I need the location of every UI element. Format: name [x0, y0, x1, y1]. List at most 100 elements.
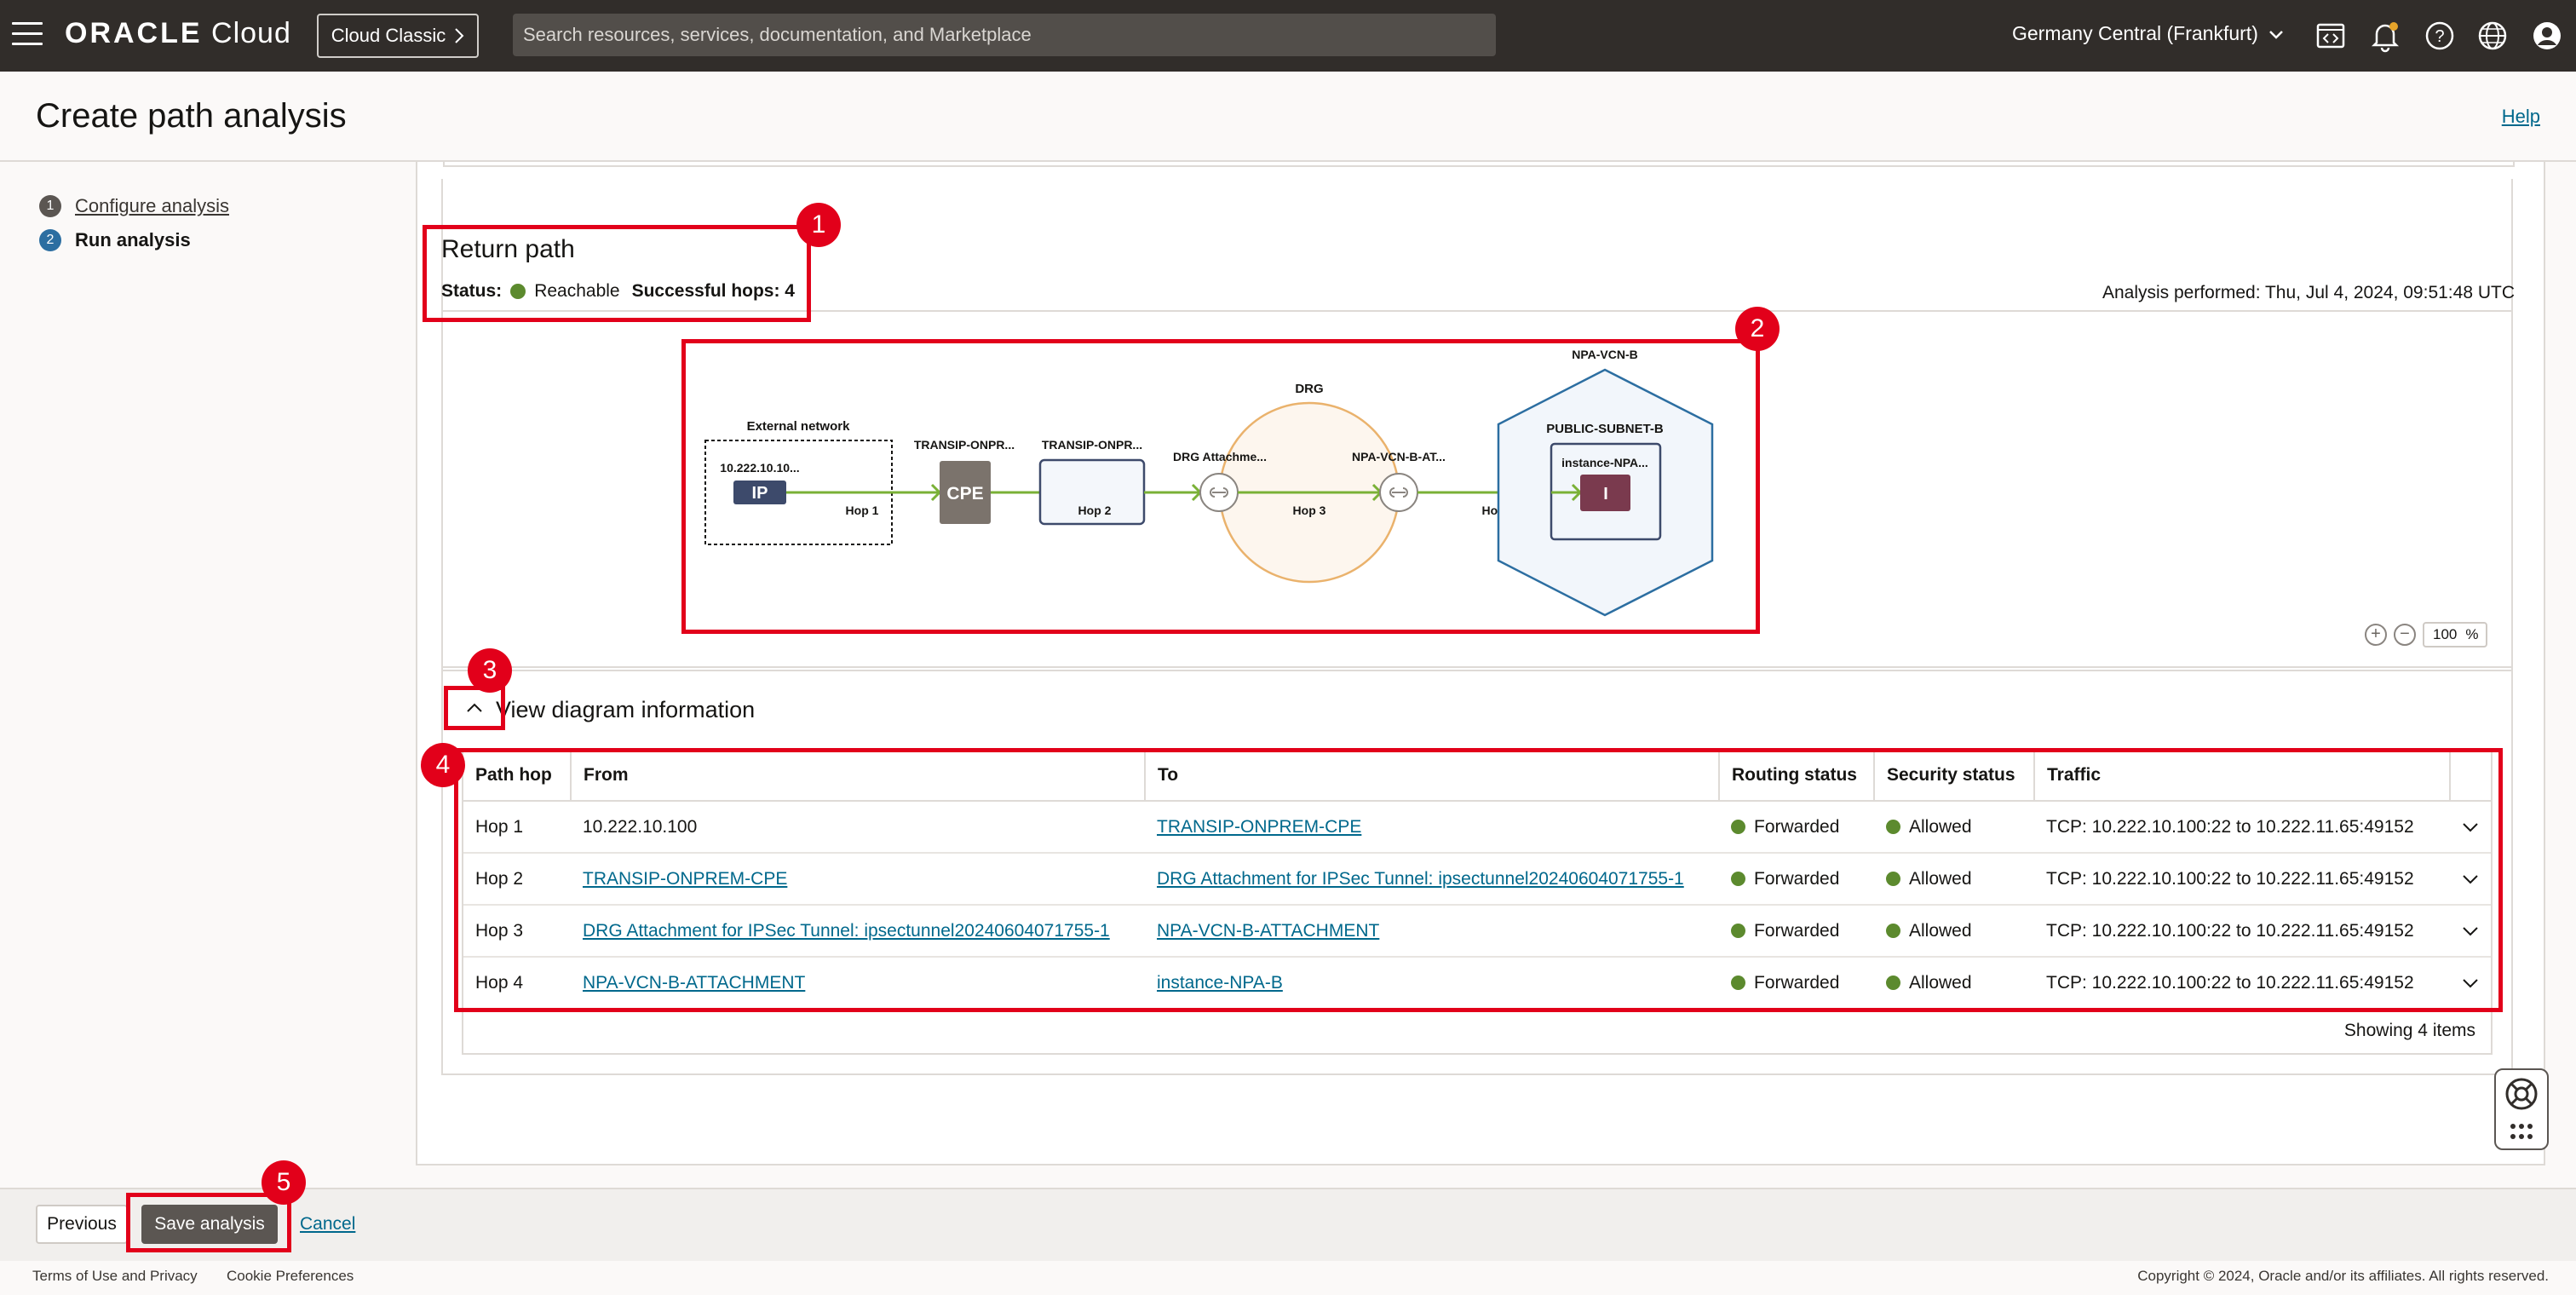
previous-button[interactable]: Previous [36, 1205, 128, 1244]
instance-label: instance-NPA... [1561, 456, 1648, 469]
collapse-diagram-info-button[interactable] [448, 690, 501, 726]
to-link[interactable]: TRANSIP-ONPREM-CPE [1157, 816, 1362, 837]
expand-row-button[interactable] [2450, 853, 2491, 906]
status-dot [1886, 923, 1900, 938]
cpe-node[interactable] [940, 461, 991, 524]
zoom-in-icon[interactable]: + [2365, 624, 2387, 646]
routing-status: Forwarded [1719, 957, 1874, 1010]
cancel-link[interactable]: Cancel [300, 1214, 356, 1234]
column-header[interactable]: Security status [1874, 750, 2035, 802]
footer: Terms of Use and Privacy Cookie Preferen… [0, 1261, 2576, 1295]
ip-node[interactable] [733, 481, 786, 504]
analysis-timestamp: Analysis performed: Thu, Jul 4, 2024, 09… [2102, 283, 2515, 302]
chevron-down-icon [2463, 822, 2478, 832]
previous-section-edge [443, 162, 2515, 167]
column-header[interactable]: Routing status [1719, 750, 1875, 802]
callout-badge: 4 [421, 743, 465, 787]
link-icon [1389, 487, 1408, 498]
hop-3-label: Hop 3 [1293, 504, 1326, 517]
successful-hops: Successful hops: 4 [631, 281, 795, 301]
help-circle-icon[interactable]: ? [2423, 19, 2457, 53]
view-diagram-information-title: View diagram information [496, 697, 756, 722]
path-diagram[interactable]: External network 10.222.10.10... IP Hop … [441, 310, 2513, 668]
traffic-cell: TCP: 10.222.10.100:22 to 10.222.11.65:49… [2034, 905, 2450, 958]
callout-box-5 [126, 1193, 291, 1252]
routing-status: Forwarded [1719, 853, 1874, 906]
step-configure-analysis[interactable]: 1 Configure analysis [39, 189, 229, 223]
chevron-up-icon [467, 703, 482, 712]
zoom-value: 100 [2433, 626, 2458, 642]
security-status: Allowed [1874, 905, 2034, 958]
from-link[interactable]: TRANSIP-ONPREM-CPE [583, 868, 788, 889]
step-run-analysis[interactable]: 2 Run analysis [39, 223, 229, 257]
table-header-row: Path hop From To Routing status Security… [463, 750, 2491, 802]
top-header: ORACLE Cloud Cloud Classic Search resour… [0, 0, 2576, 72]
save-analysis-button[interactable]: Save analysis [141, 1205, 278, 1244]
code-editor-icon[interactable] [2314, 19, 2348, 53]
cpe-label: TRANSIP-ONPR... [914, 438, 1015, 452]
chevron-down-icon [2463, 874, 2478, 883]
from-cell: 10.222.10.100 [571, 801, 1145, 854]
to-link[interactable]: instance-NPA-B [1157, 972, 1283, 993]
globe-icon[interactable] [2475, 19, 2510, 53]
callout-badge: 2 [1735, 307, 1780, 351]
callout-box-3 [444, 686, 505, 730]
table-row: Hop 4 NPA-VCN-B-ATTACHMENT instance-NPA-… [463, 957, 2491, 1010]
column-header[interactable]: To [1145, 750, 1720, 802]
hamburger-icon[interactable] [12, 22, 43, 48]
external-network-label: External network [747, 419, 851, 434]
divider [441, 670, 2513, 671]
callout-badge: 3 [468, 648, 512, 693]
cloud-classic-button[interactable]: Cloud Classic [317, 14, 479, 58]
from-link[interactable]: DRG Attachment for IPSec Tunnel: ipsectu… [583, 920, 1110, 941]
table-row: Hop 3 DRG Attachment for IPSec Tunnel: i… [463, 905, 2491, 958]
action-bar [0, 1188, 2576, 1261]
callout-box-2 [681, 339, 1760, 634]
help-widget[interactable] [2494, 1068, 2549, 1150]
tunnel-label: TRANSIP-ONPR... [1042, 438, 1142, 452]
region-selector[interactable]: Germany Central (Frankfurt) [2012, 22, 2284, 45]
chevron-down-icon [2463, 978, 2478, 987]
terms-link[interactable]: Terms of Use and Privacy [32, 1268, 198, 1284]
from-link[interactable]: NPA-VCN-B-ATTACHMENT [583, 972, 806, 993]
vcn-attachment-label: NPA-VCN-B-AT... [1352, 450, 1446, 463]
cpe-badge: CPE [946, 484, 983, 504]
table-row: Hop 2 TRANSIP-ONPREM-CPE DRG Attachment … [463, 853, 2491, 906]
expand-row-button[interactable] [2450, 905, 2491, 958]
instance-badge: I [1603, 485, 1608, 504]
traffic-cell: TCP: 10.222.10.100:22 to 10.222.11.65:49… [2034, 957, 2450, 1010]
hop-2-label: Hop 2 [1078, 504, 1112, 517]
chevron-down-icon [2463, 926, 2478, 935]
step-label: Configure analysis [75, 195, 229, 216]
column-header[interactable]: Path hop [463, 750, 572, 802]
step-number: 1 [39, 195, 61, 217]
zoom-level-input[interactable]: 100 % [2423, 622, 2487, 648]
expand-row-button[interactable] [2450, 957, 2491, 1010]
to-link[interactable]: DRG Attachment for IPSec Tunnel: ipsectu… [1157, 868, 1684, 889]
column-header[interactable]: From [571, 750, 1146, 802]
hop-cell: Hop 1 [463, 801, 571, 854]
routing-status: Forwarded [1719, 905, 1874, 958]
column-header[interactable]: Traffic [2034, 750, 2451, 802]
oracle-cloud-logo[interactable]: ORACLE Cloud [65, 17, 291, 49]
svg-text:?: ? [2435, 27, 2444, 46]
table-row: Hop 1 10.222.10.100 TRANSIP-ONPREM-CPE F… [463, 801, 2491, 854]
user-avatar-icon[interactable] [2530, 19, 2564, 53]
status-dot [1731, 975, 1745, 990]
instance-node[interactable] [1580, 475, 1630, 511]
items-count: Showing 4 items [2343, 1021, 2475, 1040]
search-input[interactable]: Search resources, services, documentatio… [513, 14, 1496, 56]
callout-box-1 [423, 225, 811, 322]
expand-row-button[interactable] [2450, 801, 2491, 854]
zoom-out-icon[interactable]: − [2394, 624, 2416, 646]
to-link[interactable]: NPA-VCN-B-ATTACHMENT [1157, 920, 1380, 941]
bell-icon[interactable] [2368, 19, 2402, 53]
page-title-bar [0, 72, 2576, 162]
cookie-preferences-link[interactable]: Cookie Preferences [227, 1268, 354, 1284]
help-link[interactable]: Help [2501, 106, 2540, 127]
security-status: Allowed [1874, 801, 2034, 854]
hop-1-label: Hop 1 [846, 504, 879, 517]
routing-status: Forwarded [1719, 801, 1874, 854]
callout-badge: 1 [796, 203, 841, 247]
hop-cell: Hop 3 [463, 905, 571, 958]
